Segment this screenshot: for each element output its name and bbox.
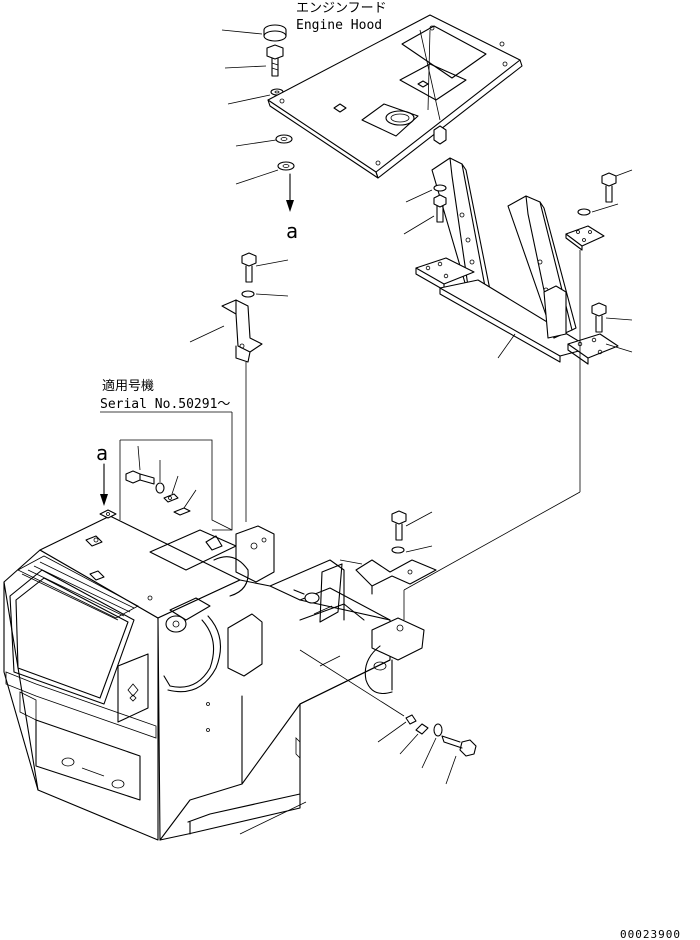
hood-spacer-washer: [275, 134, 293, 144]
leader-line: [497, 333, 516, 359]
engine-hood-plate: [267, 14, 523, 179]
leader-line: [183, 489, 197, 509]
frame-bolt: [433, 194, 447, 223]
hood-latch: [433, 125, 447, 145]
inset-plate: [173, 507, 191, 516]
leader-line: [421, 737, 437, 769]
frame-bolt: [591, 302, 607, 333]
engine-hood-label-en: Engine Hood: [296, 18, 382, 33]
drawing-number: 00023900: [620, 928, 681, 940]
frame-bolt: [601, 172, 617, 203]
leader-line: [377, 721, 407, 743]
leader-line: [405, 511, 433, 527]
leader-line: [224, 65, 267, 69]
engine-hood-label-jp: エンジンフード: [296, 1, 387, 16]
hood-bolt: [266, 44, 284, 77]
leader-line: [605, 343, 633, 353]
leader-line: [419, 29, 441, 121]
assembly-line: [299, 649, 405, 717]
serial-label-en: Serial No.50291～: [100, 397, 230, 412]
frame-washer: [433, 184, 447, 192]
serial-inset-box: [100, 411, 233, 531]
serial-label-jp: 適用号機: [102, 378, 154, 394]
lower-nut: [415, 723, 429, 735]
inset-bolt: [125, 470, 155, 485]
leader-line: [227, 94, 271, 105]
cab-hinge: [89, 570, 105, 581]
leader-line: [339, 559, 363, 565]
frame-washer: [577, 208, 591, 216]
lower-bolt: [441, 735, 477, 757]
leader-line: [403, 215, 435, 235]
leader-line: [399, 733, 419, 755]
rubber-plug: [293, 589, 320, 604]
leader-line: [255, 293, 289, 297]
assembly-line: [403, 491, 581, 591]
leader-line: [405, 545, 433, 553]
hood-support-frame: [415, 157, 619, 365]
latch-bracket: [355, 559, 437, 595]
leader-line: [615, 169, 633, 177]
cab-clip: [99, 509, 117, 519]
latch-washer: [391, 546, 405, 554]
leader-line: [255, 259, 289, 267]
leader-line: [189, 325, 225, 343]
leader-line: [171, 475, 179, 495]
hinge-washer: [241, 290, 255, 298]
inset-washer: [155, 482, 165, 494]
mount-plate: [565, 225, 605, 251]
leader-line: [605, 317, 633, 321]
hood-cap: [263, 24, 287, 42]
hinge-bolt: [241, 252, 257, 283]
inset-clip: [163, 493, 179, 503]
ref-a-left: a: [96, 441, 108, 465]
hinge-bracket: [221, 299, 263, 363]
lower-clip: [405, 714, 417, 725]
leader-line: [427, 29, 431, 111]
leader-line: [137, 445, 141, 471]
leader-line: [235, 139, 277, 147]
leader-line: [445, 755, 457, 785]
latch-bolt: [391, 510, 407, 541]
leader-line: [591, 203, 619, 213]
cab-hinge: [85, 535, 103, 547]
leader-line: [221, 29, 263, 35]
leader-line: [239, 801, 307, 835]
hood-grommet: [277, 161, 295, 171]
leader-line: [235, 169, 279, 185]
lower-washer: [433, 723, 443, 737]
cab-body: [3, 515, 425, 841]
leader-line: [405, 189, 433, 203]
ref-a-top: a: [286, 219, 298, 243]
